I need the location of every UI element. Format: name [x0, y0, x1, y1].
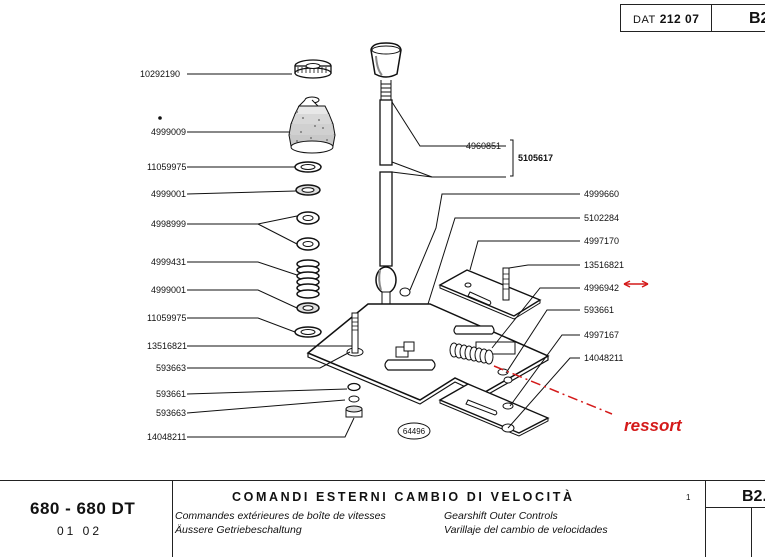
part-number: 593663 — [156, 363, 186, 373]
rubber-boot — [158, 96, 336, 154]
leader-lines-right — [391, 101, 580, 429]
part-number: 4999660 — [584, 189, 619, 199]
title-german: Äussere Getriebeschaltung — [175, 524, 302, 536]
figure-ref-oval — [397, 422, 431, 440]
coil-spring — [296, 259, 320, 299]
leader-lines-left — [186, 73, 355, 438]
title-italian: COMANDI ESTERNI CAMBIO DI VELOCITÀ — [232, 490, 575, 504]
part-number: 593661 — [156, 389, 186, 399]
title-french: Commandes extérieures de boîte de vitess… — [175, 510, 386, 522]
main-plate — [306, 303, 550, 405]
part-number: 4999009 — [151, 127, 186, 137]
upper-plate — [438, 267, 542, 320]
lower-plate — [438, 383, 550, 437]
part-number: 4999431 — [151, 257, 186, 267]
sheet-mark: 1 — [686, 493, 691, 502]
part-number: 11059975 — [147, 313, 186, 323]
part-number: 593663 — [156, 408, 186, 418]
footer-page-code: B2. — [742, 488, 765, 505]
part-labels-left: 10292190 4999009 11059975 4999001 499899… — [140, 69, 187, 442]
title-divider — [172, 481, 173, 557]
part-number: 4997167 — [584, 330, 619, 340]
washer-stack — [294, 161, 322, 251]
lower-washers — [294, 302, 322, 338]
part-number: 5102284 — [584, 213, 619, 223]
part-number: 4960851 — [466, 141, 501, 151]
part-number: 13516821 — [147, 341, 187, 351]
issue-date: 01 02 — [57, 524, 103, 538]
exploded-diagram: ressort 64496 10292190 4999009 11059975 … — [140, 42, 683, 442]
title-spanish: Varillaje del cambio de velocidades — [444, 524, 608, 536]
part-number: 14048211 — [584, 353, 623, 363]
title-divider — [705, 507, 765, 508]
red-double-arrow — [623, 280, 649, 288]
ressort-label: ressort — [624, 416, 683, 435]
knurled-cap — [294, 59, 332, 79]
part-number: 13516821 — [584, 260, 624, 270]
part-number: 10292190 — [140, 69, 180, 79]
gear-lever — [370, 42, 411, 338]
part-labels-right: 4960851 5105617 4999660 5102284 4997170 … — [466, 141, 624, 363]
title-divider — [705, 481, 706, 557]
part-number: 14048211 — [147, 432, 186, 442]
part-number: 4999001 — [151, 285, 186, 295]
ressort-pointer — [493, 365, 613, 415]
part-number: 11059975 — [147, 162, 186, 172]
part-number: 4997170 — [584, 236, 619, 246]
part-number: 4996942 — [584, 283, 619, 293]
part-number: 4999001 — [151, 189, 186, 199]
part-number-group: 5105617 — [518, 153, 553, 163]
header-divider — [711, 5, 712, 31]
header-page-code: B2 — [749, 10, 765, 27]
part-number: 593661 — [584, 305, 614, 315]
part-number: 4998999 — [151, 219, 186, 229]
figure-ref-number: 64496 — [403, 427, 426, 436]
title-block: 680 - 680 DT 01 02 COMANDI ESTERNI CAMBI… — [0, 480, 765, 557]
spring-assembly — [449, 342, 513, 384]
vehicle-model: 680 - 680 DT — [30, 499, 136, 518]
title-divider — [751, 507, 752, 557]
loose-hardware — [345, 382, 514, 418]
title-english: Gearshift Outer Controls — [444, 510, 558, 522]
